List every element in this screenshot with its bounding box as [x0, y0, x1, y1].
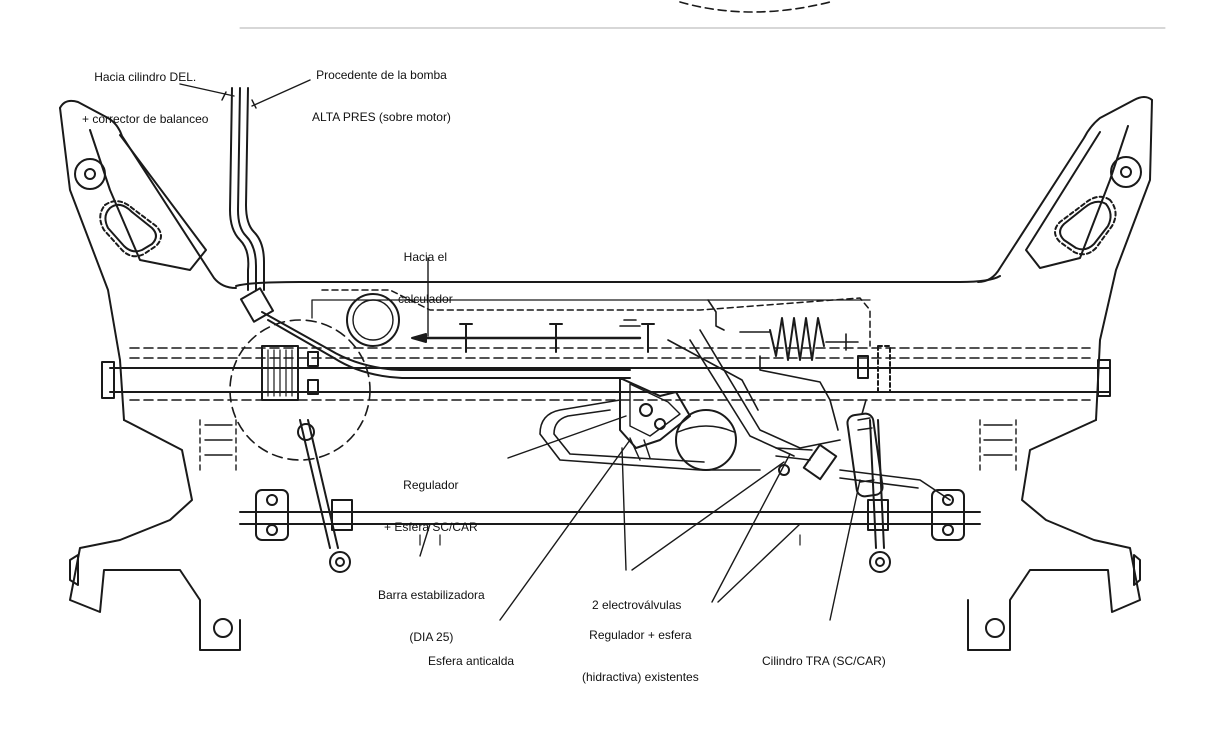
center-reservoir	[346, 293, 400, 347]
label-procedente-bomba-line1: Procedente de la bomba	[316, 68, 447, 82]
right-arm-cutout	[1054, 195, 1117, 256]
right-silent-block	[931, 489, 965, 541]
right-axle-end	[1097, 359, 1111, 397]
right-lower-body	[967, 419, 1141, 651]
label-regulador-esfera-line1: Regulador	[403, 478, 459, 492]
label-barra-line1: Barra estabilizadora	[378, 588, 485, 602]
pipe-supply-3	[245, 87, 265, 291]
label-cilindro-tra-line1: Cilindro TRA (SC/CAR)	[762, 654, 886, 668]
leader-electrovalvulas-2	[631, 461, 785, 571]
left-mount-block	[261, 345, 299, 401]
regulator-assembly	[619, 377, 691, 461]
pipe-supply-2	[237, 87, 257, 291]
pipe-connector	[239, 287, 275, 323]
right-mount-block	[877, 345, 891, 393]
leader-cilindro-tra	[829, 479, 861, 621]
left-drop-link	[299, 419, 331, 549]
pipe-supply-1	[229, 87, 250, 291]
right-drop-link	[869, 419, 877, 549]
label-regulador-esfera: Regulador + Esfera SC/CAR	[384, 450, 478, 548]
leader-regulador-esfera	[507, 415, 627, 459]
left-arm-cutout	[99, 200, 162, 258]
left-axle-end	[101, 361, 115, 399]
label-esfera-anticalda: Esfera anticalda	[428, 626, 514, 682]
left-lower-body	[69, 419, 241, 651]
label-esfera-anticalda-line1: Esfera anticalda	[428, 654, 515, 668]
leader-regulador-existentes-2	[717, 523, 801, 603]
right-arm-outer-lower	[1095, 99, 1153, 421]
label-hacia-cilindro-line2: + corrector de balanceo	[82, 112, 209, 126]
label-procedente-bomba-line2: ALTA PRES (sobre motor)	[312, 110, 451, 124]
label-hacia-cilindro: Hacia cilindro DEL. + corrector de balan…	[82, 42, 208, 140]
leader-esfera-anticalda	[499, 439, 631, 621]
label-regulador-esfera-line2: + Esfera SC/CAR	[384, 520, 478, 534]
label-regulador-existentes-line2: (hidractiva) existentes	[582, 670, 699, 684]
left-silent-block	[255, 489, 289, 541]
label-regulador-existentes-line1: Regulador + esfera	[589, 628, 692, 642]
label-barra-estabilizadora: Barra estabilizadora (DIA 25)	[378, 560, 485, 658]
left-arm-outer	[59, 99, 237, 289]
right-arm-bolt-hole	[1110, 156, 1142, 188]
label-regulador-existentes: Regulador + esfera (hidractiva) existent…	[582, 600, 699, 698]
label-cilindro-tra: Cilindro TRA (SC/CAR)	[762, 626, 886, 682]
leader-electrovalvulas-1	[621, 447, 627, 571]
label-electrovalvulas-line1: 2 electroválvulas	[592, 598, 682, 612]
label-hacia-calculador-line2: calculador	[398, 292, 453, 306]
label-barra-line2: (DIA 25)	[409, 630, 454, 644]
leader-procedente	[251, 79, 311, 107]
left-lower-hole	[213, 618, 233, 638]
spring-symbol	[769, 317, 825, 361]
label-electrovalvulas: 2 electroválvulas	[592, 570, 681, 626]
label-hacia-calculador-line1: Hacia el	[403, 250, 448, 264]
left-arm-bolt-hole	[74, 158, 106, 190]
dashed-harness	[321, 289, 871, 347]
right-lower-hole	[985, 618, 1005, 638]
right-arm-outer	[977, 96, 1153, 283]
crossmember-top	[235, 275, 1001, 287]
leader-regulador-existentes-1	[711, 453, 791, 603]
left-arm-inner	[89, 129, 207, 271]
left-reservoir-outline	[229, 319, 371, 461]
label-procedente-bomba: Procedente de la bomba ALTA PRES (sobre …	[312, 40, 451, 138]
label-hacia-cilindro-line1: Hacia cilindro DEL.	[94, 70, 197, 84]
top-dashed-arc	[679, 1, 831, 13]
right-arm-inner	[1025, 125, 1129, 269]
label-hacia-calculador: Hacia el calculador	[398, 222, 453, 320]
leader-barra	[419, 523, 431, 557]
left-arm-outer-lower	[59, 107, 125, 421]
rear-cylinder-sc-car	[846, 399, 884, 498]
